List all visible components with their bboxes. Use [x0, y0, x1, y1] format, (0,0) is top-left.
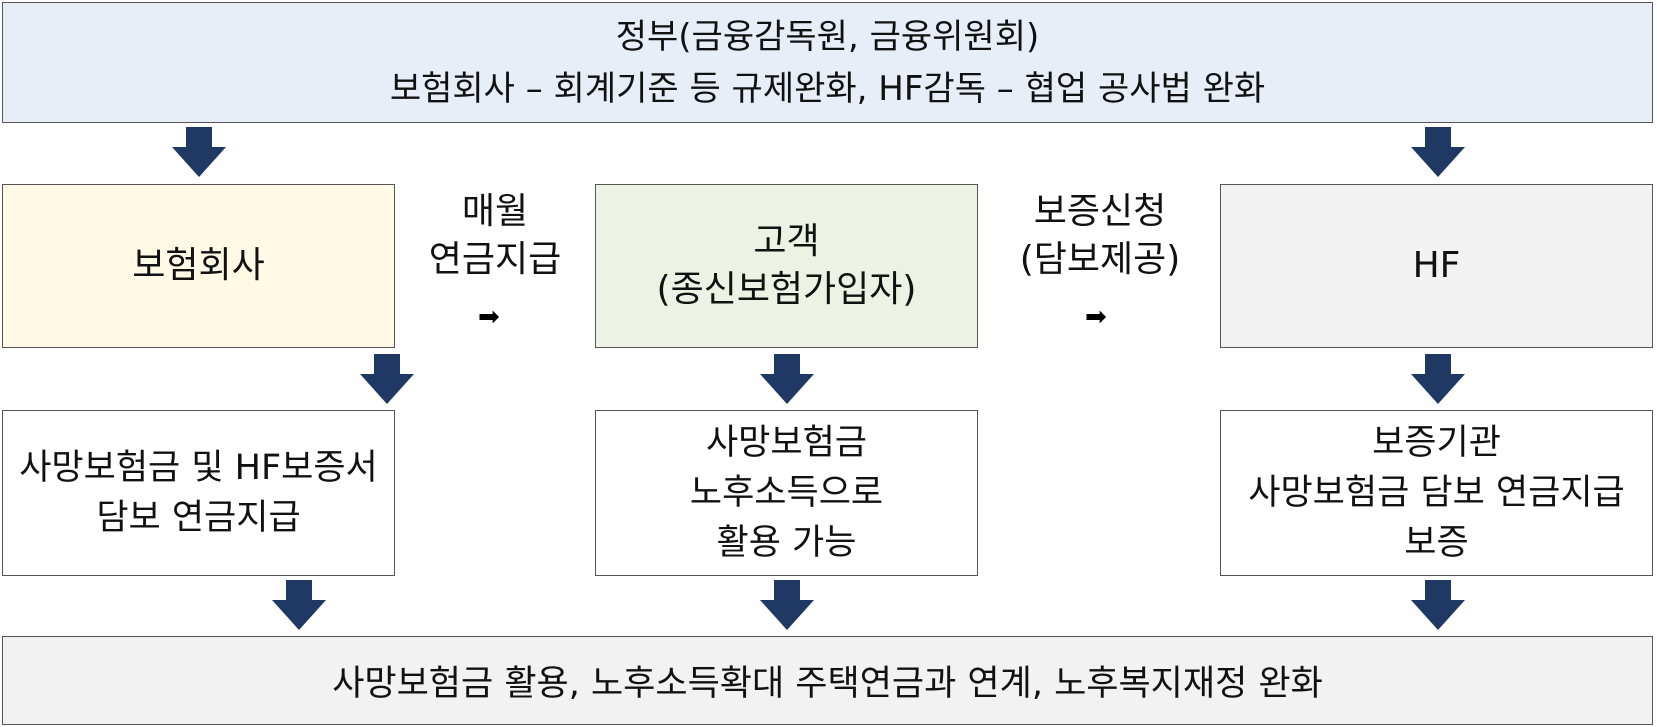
conclusion-box: 사망보험금 활용, 노후소득확대 주택연금과 연계, 노후복지재정 완화: [2, 636, 1653, 725]
customer-label: 고객: [753, 221, 820, 262]
arrow-down-icon: [1411, 580, 1465, 630]
customer-sublabel: (종신보험가입자): [656, 269, 917, 310]
arrow-down-icon: [760, 354, 814, 404]
insurer-label: 보험회사: [132, 245, 265, 286]
government-box: 정부(금융감독원, 금융위원회) 보험회사 – 회계기준 등 규제완화, HF감…: [2, 2, 1653, 123]
arrow-down-icon: [760, 580, 814, 630]
guarantee-request-label: 보증신청 (담보제공): [1019, 191, 1181, 280]
hf-result-box: 보증기관 사망보험금 담보 연금지급 보증: [1220, 410, 1653, 576]
right-arrow-icon: ➡: [478, 302, 500, 332]
arrow-down-icon: [1411, 127, 1465, 177]
hf-box: HF: [1220, 184, 1653, 348]
monthly-annuity-label: 매월 연금지급: [428, 191, 562, 280]
customer-box: 고객 (종신보험가입자): [595, 184, 978, 348]
right-arrow-icon: ➡: [1085, 302, 1107, 332]
customer-result-box: 사망보험금 노후소득으로 활용 가능: [595, 410, 978, 576]
arrow-down-icon: [360, 354, 414, 404]
government-description: 보험회사 – 회계기준 등 규제완화, HF감독 – 협업 공사법 완화: [389, 68, 1266, 109]
insurer-result-box: 사망보험금 및 HF보증서 담보 연금지급: [2, 410, 395, 576]
conclusion-text: 사망보험금 활용, 노후소득확대 주택연금과 연계, 노후복지재정 완화: [332, 664, 1323, 704]
arrow-down-icon: [172, 127, 226, 177]
hf-label: HF: [1412, 245, 1461, 286]
arrow-down-icon: [1411, 354, 1465, 404]
government-title: 정부(금융감독원, 금융위원회): [615, 16, 1040, 57]
insurer-box: 보험회사: [2, 184, 395, 348]
arrow-down-icon: [272, 580, 326, 630]
